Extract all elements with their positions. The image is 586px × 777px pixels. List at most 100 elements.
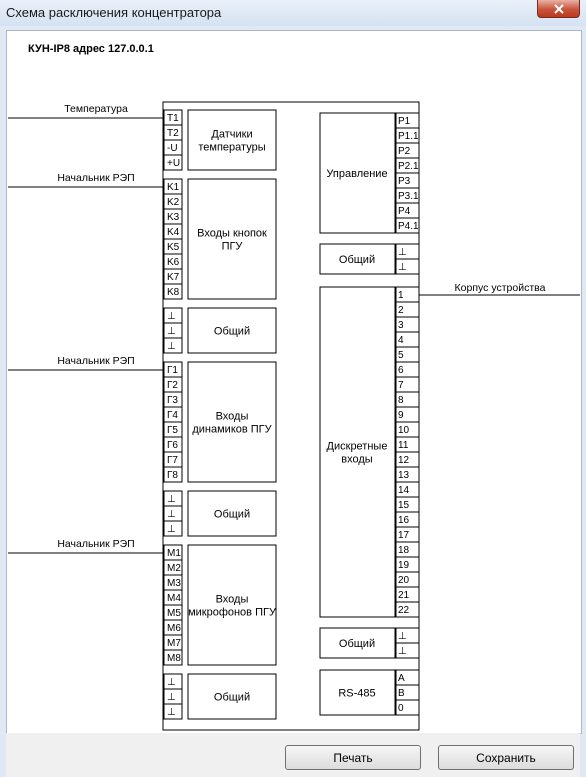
block-label: микрофонов ПГУ <box>188 607 277 619</box>
close-button[interactable] <box>537 0 580 18</box>
block-box <box>319 112 396 234</box>
pin-label: M3 <box>167 578 181 589</box>
block-box <box>319 286 396 618</box>
pin-cell <box>163 283 183 300</box>
print-button[interactable]: Печать <box>285 745 421 770</box>
wire-label: Начальник РЭП <box>57 538 134 550</box>
right-block-3: ⊥⊥ <box>319 627 420 659</box>
pin-cell <box>163 703 183 720</box>
block-label: Датчики <box>211 129 252 141</box>
pin-label: M7 <box>167 638 181 649</box>
pin-label: P4.1 <box>398 221 419 232</box>
pin-label: K6 <box>167 257 180 268</box>
pin-label: 21 <box>398 590 410 601</box>
pin-label: ⊥ <box>167 326 176 337</box>
block-label: Общий <box>214 692 250 704</box>
pin-label: P3.1 <box>398 191 419 202</box>
pin-label: Г2 <box>167 380 178 391</box>
pin-label: 3 <box>398 320 404 331</box>
pin-cell <box>395 217 420 234</box>
left-block-4: ⊥⊥⊥ <box>163 490 277 537</box>
block-label: динамиков ПГУ <box>192 424 272 436</box>
pin-label: Г5 <box>167 425 178 436</box>
pin-label: ⊥ <box>167 677 176 688</box>
pin-label: M4 <box>167 593 181 604</box>
block-label: Входы <box>216 411 249 423</box>
block-label: Общий <box>339 254 375 266</box>
pin-label: K4 <box>167 227 180 238</box>
pin-label: ⊥ <box>167 524 176 535</box>
pin-label: Г3 <box>167 395 178 406</box>
block-box <box>319 243 396 275</box>
block-box <box>187 490 277 537</box>
block-label: Общий <box>214 326 250 338</box>
pin-label: P2 <box>398 146 411 157</box>
pin-label: 1 <box>398 290 404 301</box>
pin-label: ⊥ <box>398 646 407 657</box>
left-block-6: ⊥⊥⊥ <box>163 673 277 720</box>
pin-label: M2 <box>167 563 181 574</box>
pin-label: T2 <box>167 128 179 139</box>
block-label: Управление <box>326 168 387 180</box>
block-box <box>187 178 277 300</box>
pin-label: ⊥ <box>167 509 176 520</box>
pin-label: Г1 <box>167 365 178 376</box>
block-label: Общий <box>214 509 250 521</box>
pin-label: 0 <box>398 703 404 714</box>
pin-label: 15 <box>398 500 410 511</box>
pin-label: 6 <box>398 365 404 376</box>
pin-label: B <box>398 688 405 699</box>
block-label: ПГУ <box>222 241 244 253</box>
block-box <box>187 673 277 720</box>
pin-cell <box>163 337 183 354</box>
block-box <box>187 307 277 354</box>
pin-cell <box>163 520 183 537</box>
pin-label: 20 <box>398 575 410 586</box>
pin-label: 2 <box>398 305 404 316</box>
block-box <box>187 109 277 171</box>
pin-label: K7 <box>167 272 180 283</box>
pin-label: 4 <box>398 335 404 346</box>
pin-label: 17 <box>398 530 410 541</box>
wire-label: Температура <box>64 103 128 115</box>
pin-label: 8 <box>398 395 404 406</box>
diagram-heading: КУН-IP8 адрес 127.0.0.1 <box>28 43 154 55</box>
pin-label: P2.1 <box>398 161 419 172</box>
pin-label: 5 <box>398 350 404 361</box>
save-button[interactable]: Сохранить <box>438 745 574 770</box>
pin-label: 19 <box>398 560 410 571</box>
pin-label: M5 <box>167 608 181 619</box>
pin-label: Г4 <box>167 410 178 421</box>
block-label: Общий <box>339 638 375 650</box>
close-icon <box>553 3 564 14</box>
pin-label: T1 <box>167 113 179 124</box>
block-box <box>187 544 277 666</box>
pin-label: P4 <box>398 206 411 217</box>
wiring-diagram: КУН-IP8 адрес 127.0.0.1 T1T2-U+UДатчикит… <box>8 43 580 731</box>
pin-label: ⊥ <box>167 341 176 352</box>
pin-label: 11 <box>398 440 409 451</box>
pin-cell <box>163 154 183 171</box>
pin-label: ⊥ <box>167 707 176 718</box>
pin-label: M6 <box>167 623 181 634</box>
pin-label: ⊥ <box>167 311 176 322</box>
window-title: Схема расключения концентратора <box>6 5 222 20</box>
pin-label: 10 <box>398 425 410 436</box>
pin-cell <box>395 642 420 659</box>
pin-label: 13 <box>398 470 410 481</box>
pin-label: 14 <box>398 485 410 496</box>
pin-label: M8 <box>167 653 181 664</box>
block-box <box>187 361 277 483</box>
pin-label: P1 <box>398 116 411 127</box>
block-box <box>319 627 396 659</box>
pin-label: -U <box>167 143 178 154</box>
pin-label: K3 <box>167 212 180 223</box>
pin-label: Г8 <box>167 470 178 481</box>
pin-label: 16 <box>398 515 410 526</box>
block-box <box>319 669 396 716</box>
